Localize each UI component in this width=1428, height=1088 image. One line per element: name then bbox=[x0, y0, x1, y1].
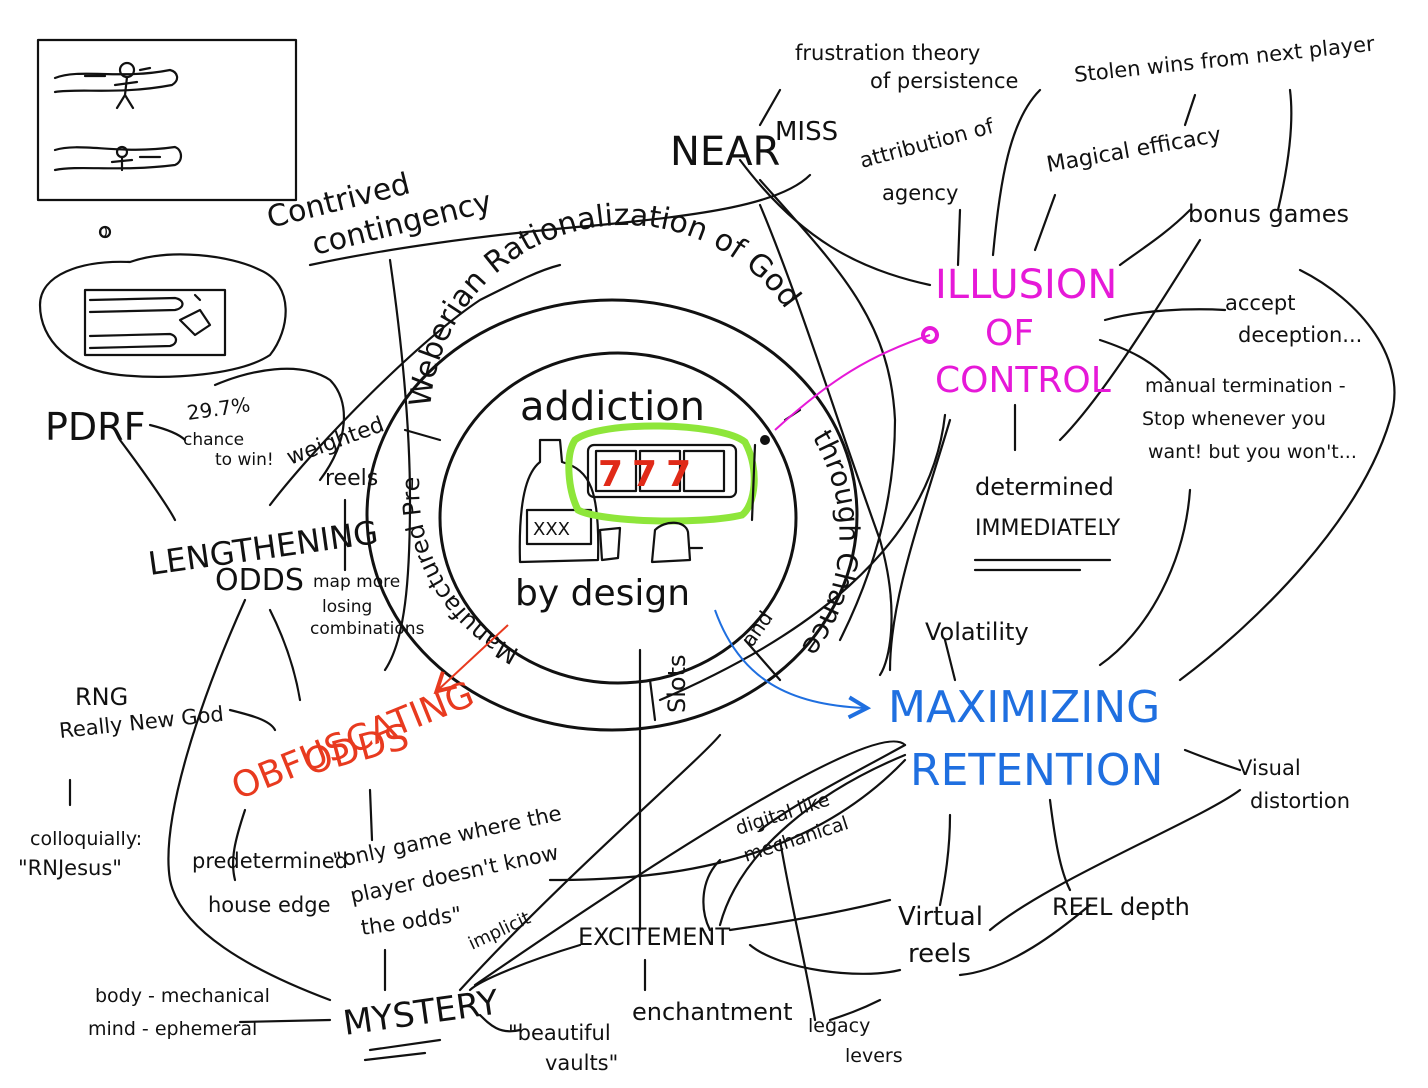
obfuscating-odds-node: OBFUSCATING ODDS bbox=[226, 674, 480, 808]
arrow-to-illusion bbox=[774, 326, 939, 431]
connector-lines bbox=[68, 88, 1396, 1033]
slot-sevens: 777 bbox=[598, 454, 700, 495]
attribution-line-2: agency bbox=[882, 181, 958, 205]
center-illustration: addiction XXX 777 by design bbox=[515, 384, 770, 614]
visual-line-1: Visual bbox=[1238, 756, 1301, 780]
map-line-1: map more bbox=[313, 572, 400, 592]
illusion-of-control-node: ILLUSION OF CONTROL bbox=[935, 262, 1117, 401]
chance-line-3: to win! bbox=[215, 450, 274, 470]
near-miss-word-1: NEAR bbox=[670, 129, 780, 175]
predetermined-line-2: house edge bbox=[208, 893, 331, 917]
inner-ring bbox=[438, 351, 798, 685]
body-line-1: body - mechanical bbox=[95, 985, 270, 1007]
enchantment-label: enchantment bbox=[632, 998, 792, 1026]
map-line-3: combinations bbox=[310, 619, 425, 639]
rng-line-1: RNG bbox=[75, 683, 128, 711]
determined-line-1: determined bbox=[975, 473, 1114, 501]
bottle-icon bbox=[518, 438, 600, 564]
beautiful-line-1: "beautiful bbox=[508, 1021, 611, 1045]
bonus-games-label: bonus games bbox=[1188, 200, 1349, 228]
virtual-line-2: reels bbox=[908, 939, 971, 969]
map-line-2: losing bbox=[322, 597, 372, 617]
volatility-label: Volatility bbox=[925, 618, 1029, 646]
chance-line-2: chance bbox=[183, 430, 244, 450]
arrow-to-obfuscating bbox=[438, 624, 509, 690]
center-subtitle: by design bbox=[515, 573, 690, 614]
reel-depth-label: REEL depth bbox=[1052, 893, 1190, 921]
of-word: OF bbox=[985, 313, 1034, 354]
ring-slots: Slots bbox=[663, 655, 691, 714]
manual-line-3: want! but you won't... bbox=[1148, 441, 1357, 463]
colloquially-line-2: "RNJesus" bbox=[18, 856, 122, 880]
glass-icon bbox=[598, 526, 622, 562]
near-miss-node: NEAR MISS bbox=[670, 117, 838, 175]
slot-machine-icon bbox=[586, 443, 738, 499]
arrow-to-maximizing bbox=[714, 609, 865, 708]
chance-line-1: 29.7% bbox=[185, 392, 251, 425]
legacy-line-1: legacy bbox=[808, 1015, 870, 1037]
maximizing-retention-node: MAXIMIZING RETENTION bbox=[888, 682, 1163, 796]
slot-glow bbox=[565, 422, 758, 525]
bottle-label: XXX bbox=[533, 519, 570, 540]
accept-line-2: deception... bbox=[1238, 323, 1362, 347]
maximizing-word: MAXIMIZING bbox=[888, 682, 1160, 733]
frustration-line-1: frustration theory bbox=[795, 41, 980, 65]
determined-line-2: IMMEDIATELY bbox=[975, 516, 1121, 541]
near-miss-word-2: MISS bbox=[775, 117, 838, 147]
weighted-line-1: weighted bbox=[284, 412, 388, 470]
excitement-label: EXCITEMENT bbox=[578, 923, 730, 951]
beautiful-line-2: vaults" bbox=[545, 1051, 618, 1075]
control-word: CONTROL bbox=[935, 360, 1111, 401]
frustration-line-2: of persistence bbox=[870, 69, 1018, 93]
only-game-line-3: the odds" bbox=[359, 902, 463, 940]
colloquially-line-1: colloquially: bbox=[30, 828, 142, 850]
sketch-zero-label: 0 bbox=[99, 225, 108, 241]
predetermined-line-1: predetermined bbox=[192, 849, 348, 873]
virtual-line-1: Virtual bbox=[898, 902, 983, 932]
lengthening-odds-word: ODDS bbox=[215, 563, 304, 598]
ring-weberian: Weberian Rationalization of God bbox=[403, 198, 807, 409]
thought-bubble-dot bbox=[98, 225, 112, 239]
accept-line-1: accept bbox=[1225, 291, 1295, 315]
magical-efficacy-label: Magical efficacy bbox=[1045, 123, 1223, 178]
manual-line-1: manual termination - bbox=[1145, 375, 1346, 397]
ring-through-chance: through Chance bbox=[795, 424, 865, 662]
mystery-word: MYSTERY bbox=[341, 983, 501, 1044]
manual-line-2: Stop whenever you bbox=[1142, 408, 1326, 430]
visual-line-2: distortion bbox=[1250, 789, 1350, 813]
center-title: addiction bbox=[520, 384, 705, 430]
illusion-word: ILLUSION bbox=[935, 262, 1117, 308]
machine-sketch: 0 bbox=[36, 38, 298, 378]
weighted-line-2: reels bbox=[325, 466, 378, 491]
stolen-wins-label: Stolen wins from next player bbox=[1073, 32, 1376, 87]
body-line-2: mind - ephemeral bbox=[88, 1018, 257, 1040]
mystery-node: MYSTERY bbox=[341, 983, 501, 1062]
pdrf-label: PDRF bbox=[45, 405, 145, 449]
chips-icon bbox=[650, 521, 692, 564]
attribution-line-1: attribution of bbox=[857, 114, 997, 173]
outer-ring bbox=[365, 298, 859, 732]
retention-word: RETENTION bbox=[910, 745, 1163, 796]
legacy-line-2: levers bbox=[845, 1045, 903, 1067]
